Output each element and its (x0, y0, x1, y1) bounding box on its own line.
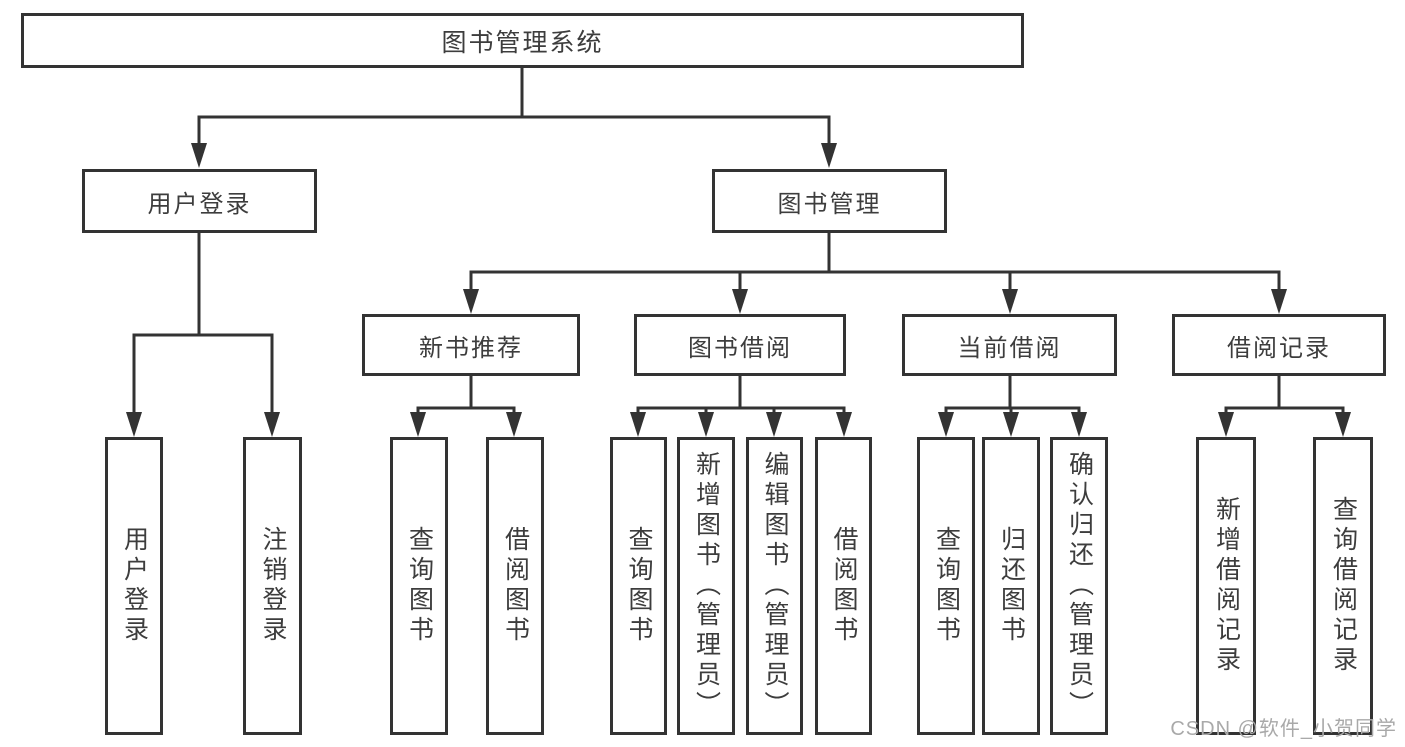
arrowhead-icon (1271, 289, 1287, 314)
arrowhead-icon (1003, 412, 1019, 437)
connector-current-borrow-to-leaves (938, 376, 1087, 437)
node-book-borrow: 图书借阅 (634, 314, 846, 376)
leaf-add-borrow-record: 新增借阅记录 (1196, 437, 1256, 735)
leaf-confirm-return-admin-label: 确认归还（管理员） (1065, 451, 1094, 721)
node-current-borrow-label: 当前借阅 (957, 334, 1062, 362)
connector-root-to-level2 (191, 68, 837, 168)
leaf-query-book-current-label: 查询图书 (932, 526, 961, 646)
arrowhead-icon (1071, 412, 1087, 437)
arrowhead-icon (938, 412, 954, 437)
leaf-borrow-book-recommend-label: 借阅图书 (501, 526, 530, 646)
node-user-login-group-label: 用户登录 (147, 190, 252, 218)
arrowhead-icon (630, 412, 646, 437)
arrowhead-icon (264, 412, 280, 437)
arrowhead-icon (410, 412, 426, 437)
leaf-borrow-book-borrow-label: 借阅图书 (830, 526, 858, 646)
leaf-edit-book-admin: 编辑图书（管理员） (746, 437, 803, 735)
node-book-management-label: 图书管理 (777, 190, 882, 218)
node-book-borrow-label: 图书借阅 (688, 334, 792, 362)
leaf-return-book: 归还图书 (982, 437, 1040, 735)
leaf-add-book-admin: 新增图书（管理员） (677, 437, 735, 735)
arrowhead-icon (463, 289, 479, 314)
leaf-add-book-admin-label: 新增图书（管理员） (692, 451, 721, 721)
leaf-query-book-current: 查询图书 (917, 437, 975, 735)
arrowhead-icon (126, 412, 142, 437)
arrowhead-icon (766, 412, 782, 437)
leaf-query-book-recommend: 查询图书 (390, 437, 448, 735)
node-borrow-record: 借阅记录 (1172, 314, 1386, 376)
leaf-add-borrow-record-label: 新增借阅记录 (1212, 496, 1241, 676)
leaf-logout: 注销登录 (243, 437, 302, 735)
leaf-user-login-label: 用户登录 (120, 526, 149, 646)
node-book-management: 图书管理 (712, 169, 947, 233)
leaf-query-borrow-record-label: 查询借阅记录 (1329, 496, 1358, 676)
arrowhead-icon (506, 412, 522, 437)
connector-borrow-record-to-leaves (1218, 376, 1351, 437)
leaf-edit-book-admin-label: 编辑图书（管理员） (761, 451, 789, 721)
arrowhead-icon (1335, 412, 1351, 437)
node-root: 图书管理系统 (21, 13, 1024, 68)
leaf-borrow-book-recommend: 借阅图书 (486, 437, 544, 735)
leaf-borrow-book-borrow: 借阅图书 (815, 437, 872, 735)
node-current-borrow: 当前借阅 (902, 314, 1117, 376)
leaf-logout-label: 注销登录 (259, 526, 287, 646)
arrowhead-icon (1218, 412, 1234, 437)
leaf-query-book-borrow-label: 查询图书 (625, 526, 653, 646)
arrowhead-icon (1002, 289, 1018, 314)
connector-book-management-to-level3 (463, 233, 1287, 314)
node-new-book-recommend-label: 新书推荐 (419, 334, 523, 362)
connector-user-login-to-leaves (126, 233, 280, 437)
node-borrow-record-label: 借阅记录 (1227, 334, 1331, 362)
node-root-label: 图书管理系统 (441, 28, 604, 57)
arrowhead-icon (836, 412, 852, 437)
leaf-query-book-recommend-label: 查询图书 (405, 526, 434, 646)
arrowhead-icon (821, 143, 837, 168)
leaf-return-book-label: 归还图书 (997, 526, 1026, 646)
leaf-query-borrow-record: 查询借阅记录 (1313, 437, 1373, 735)
leaf-query-book-borrow: 查询图书 (610, 437, 667, 735)
node-user-login-group: 用户登录 (82, 169, 317, 233)
leaf-user-login: 用户登录 (105, 437, 163, 735)
connector-book-borrow-to-leaves (630, 376, 852, 437)
arrowhead-icon (191, 143, 207, 168)
node-new-book-recommend: 新书推荐 (362, 314, 580, 376)
arrowhead-icon (698, 412, 714, 437)
csdn-watermark: CSDN @软件_小贺同学 (1170, 718, 1397, 740)
connector-new-book-recommend-to-leaves (410, 376, 522, 437)
arrowhead-icon (732, 289, 748, 314)
leaf-confirm-return-admin: 确认归还（管理员） (1050, 437, 1108, 735)
